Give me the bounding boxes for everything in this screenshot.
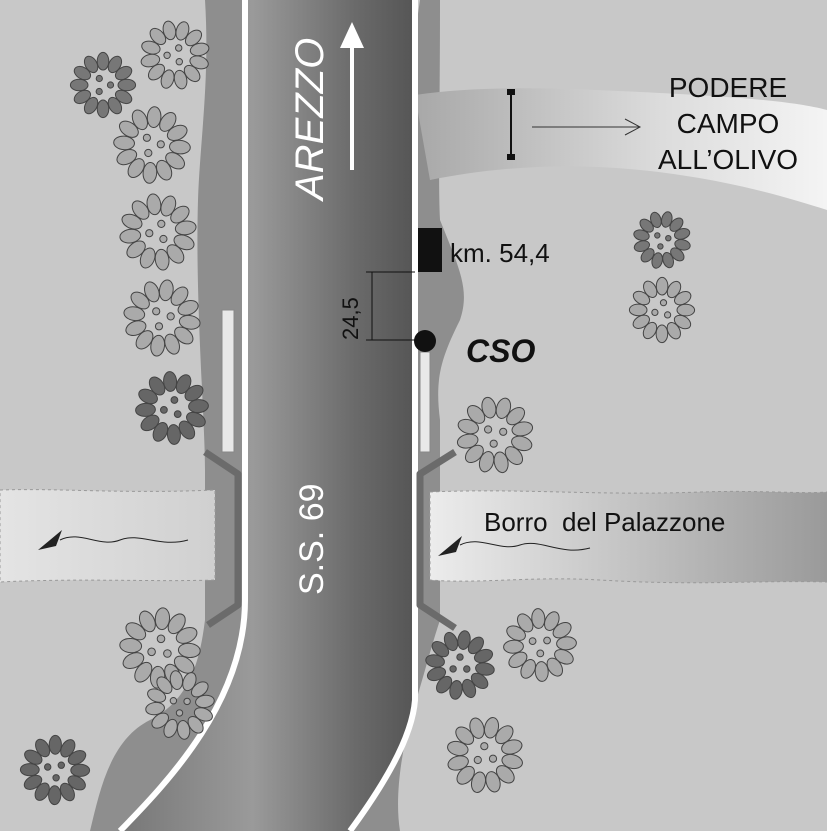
farm-label-line3: ALL’OLIVO (658, 144, 798, 175)
km-marker-label: km. 54,4 (450, 238, 550, 268)
flow-arrow-icon-left (38, 530, 189, 550)
farm-label-line1: PODERE (669, 72, 787, 103)
bush-icon (628, 276, 696, 344)
bush-icon (119, 193, 197, 271)
bush-icon (633, 211, 691, 269)
point-label: CSO (466, 333, 535, 369)
farm-access-road (415, 88, 827, 210)
bush-icon (69, 51, 137, 119)
stream-label: Borro del Palazzone (484, 507, 725, 537)
direction-to-farm-icon (532, 118, 642, 136)
distance-label: 24,5 (338, 297, 363, 340)
bush-icon (503, 608, 577, 682)
arrow-up-icon (340, 22, 364, 170)
road-edge-right (347, 0, 418, 831)
farm-entrance-marker (507, 89, 515, 160)
bush-icon (135, 371, 209, 445)
bush-icon (113, 106, 191, 184)
bush-icon (145, 670, 215, 740)
stream-left (0, 489, 216, 583)
farm-label-line2: CAMPO (677, 108, 780, 139)
bush-icon (140, 20, 210, 90)
direction-label: AREZZO (288, 38, 332, 202)
bush-icon (119, 607, 201, 689)
bridge-parapet-right (416, 449, 457, 631)
distance-dimension (366, 271, 415, 341)
bush-icon (123, 279, 201, 357)
bush-icon (447, 717, 523, 793)
road-edge-left (117, 0, 248, 831)
km-marker-icon (418, 228, 442, 272)
bush-icon (456, 396, 534, 474)
road-label: S.S. 69 (293, 483, 331, 595)
guardrail-left (221, 309, 235, 453)
guardrail-right (419, 351, 431, 453)
bridge-parapet-left (203, 449, 242, 628)
bush-icon (425, 630, 495, 700)
filled-circle-icon (414, 330, 436, 352)
vegetation (19, 20, 696, 806)
bush-icon (19, 734, 91, 806)
flow-arrow-icon-right (438, 536, 591, 556)
main-road (120, 0, 415, 831)
